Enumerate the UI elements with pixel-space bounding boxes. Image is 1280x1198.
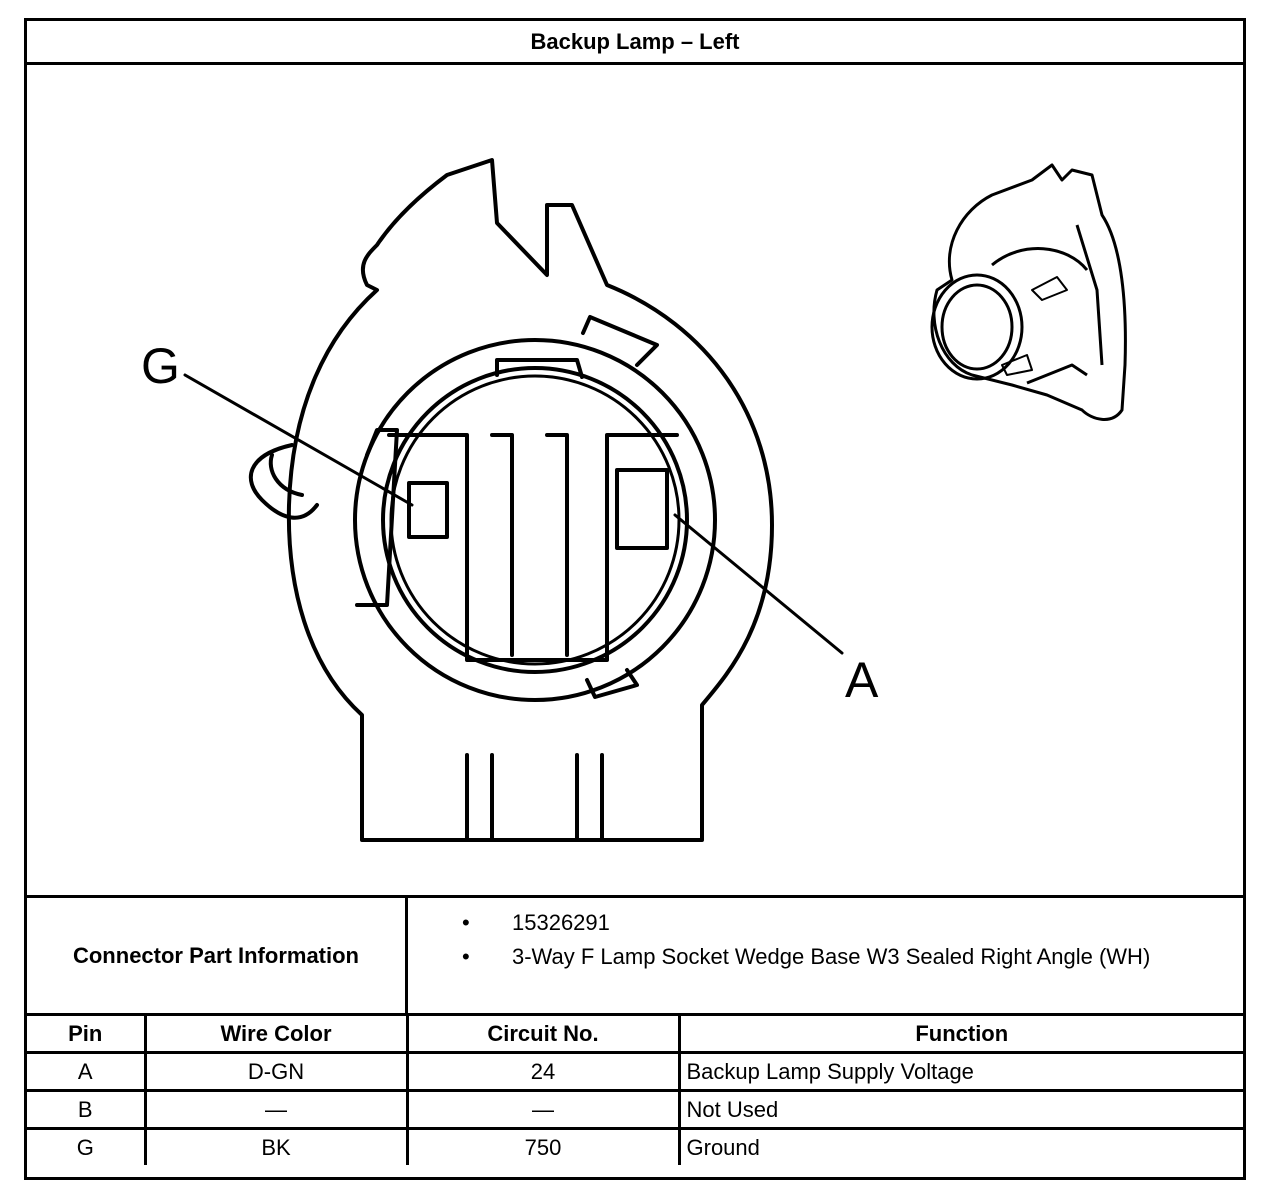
pin-cell: A xyxy=(27,1051,147,1092)
table-header-row: Pin Wire Color Circuit No. Function xyxy=(27,1016,1243,1054)
leader-line-a xyxy=(673,513,844,655)
table-row: G BK 750 Ground xyxy=(27,1127,1243,1165)
function-cell: Backup Lamp Supply Voltage xyxy=(677,1051,1243,1092)
function-cell: Not Used xyxy=(677,1089,1243,1130)
connector-face-diagram: G A xyxy=(141,158,1127,842)
connector-part-info-label: Connector Part Information xyxy=(27,898,408,1013)
socket-iso-view xyxy=(930,163,1127,421)
leader-line-g xyxy=(183,373,414,507)
column-header-function: Function xyxy=(677,1016,1243,1054)
pin-cell: G xyxy=(27,1127,147,1165)
connector-drawing: G A xyxy=(27,65,1243,898)
circuit-no-cell: 750 xyxy=(405,1127,681,1165)
bullet-icon: • xyxy=(462,910,470,935)
column-header-wire-color: Wire Color xyxy=(143,1016,409,1054)
wire-color-cell: BK xyxy=(143,1127,409,1165)
connector-sheet: Backup Lamp – Left xyxy=(24,18,1246,1180)
part-description: 3-Way F Lamp Socket Wedge Base W3 Sealed… xyxy=(512,944,1151,969)
wire-color-cell: — xyxy=(143,1089,409,1130)
table-row: B — — Not Used xyxy=(27,1089,1243,1130)
connector-hook xyxy=(248,443,319,520)
pin-label-a: A xyxy=(845,652,879,708)
bullet-icon: • xyxy=(462,944,470,969)
column-header-circuit-no: Circuit No. xyxy=(405,1016,681,1054)
part-number: 15326291 xyxy=(512,910,610,935)
socket-outer-ring xyxy=(353,338,717,702)
pin-label-g: G xyxy=(141,338,180,394)
terminal-a xyxy=(615,468,669,550)
connector-outer-body xyxy=(286,158,774,842)
wire-color-cell: D-GN xyxy=(143,1051,409,1092)
circuit-no-cell: — xyxy=(405,1089,681,1130)
connector-part-info: Connector Part Information • 15326291 • … xyxy=(27,898,1243,1016)
table-row: A D-GN 24 Backup Lamp Supply Voltage xyxy=(27,1051,1243,1092)
column-header-pin: Pin xyxy=(27,1016,147,1054)
function-cell: Ground xyxy=(677,1127,1243,1165)
pin-table: Pin Wire Color Circuit No. Function A D-… xyxy=(27,1016,1243,1165)
terminal-g xyxy=(407,481,449,539)
pin-cell: B xyxy=(27,1089,147,1130)
circuit-no-cell: 24 xyxy=(405,1051,681,1092)
page-title: Backup Lamp – Left xyxy=(27,21,1243,65)
socket-inner-ring xyxy=(381,366,689,674)
connector-part-info-list: • 15326291 • 3-Way F Lamp Socket Wedge B… xyxy=(408,898,1243,1013)
